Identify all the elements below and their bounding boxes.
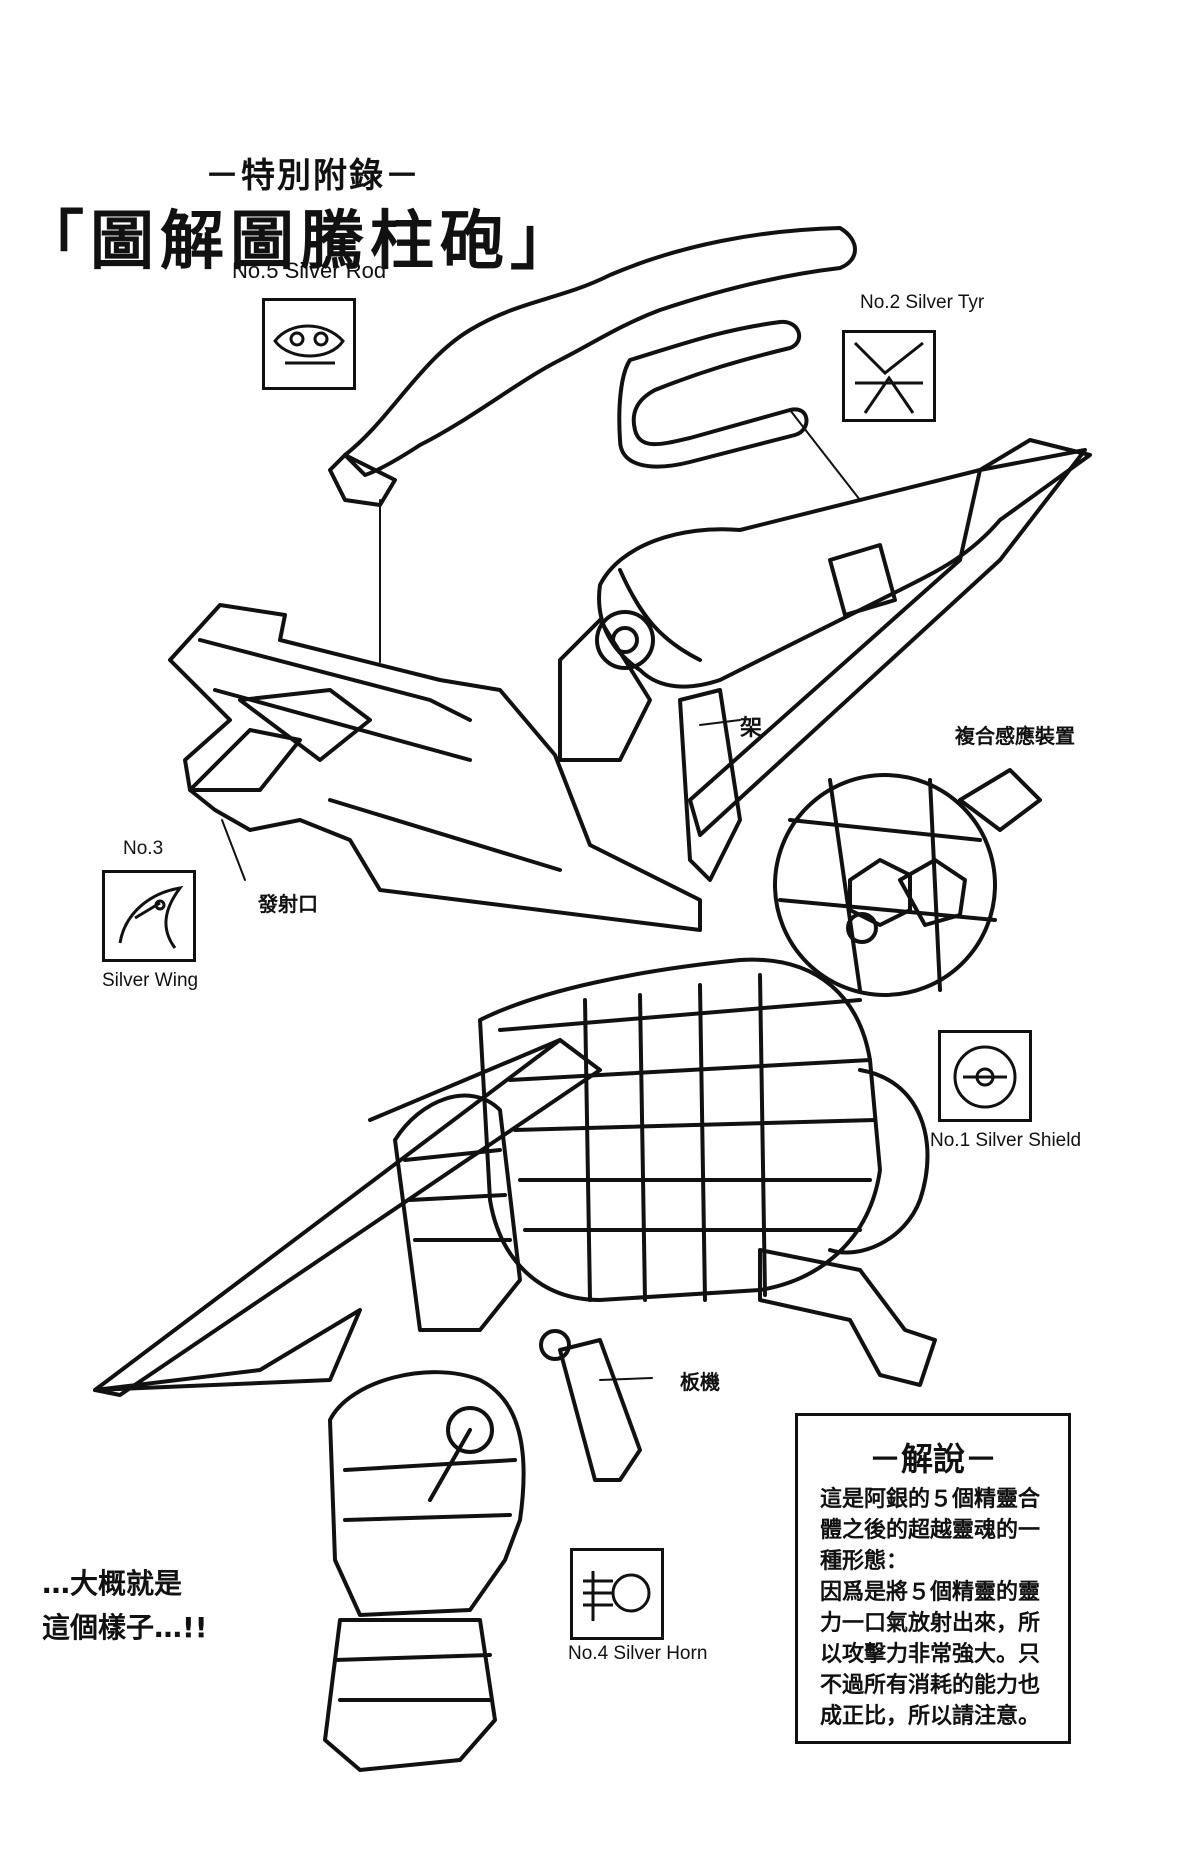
silver-shield-thumbnail <box>938 1030 1032 1122</box>
silver-wing-number-label: No.3 <box>123 838 164 859</box>
silver-tyr-thumbnail <box>842 330 936 422</box>
explanation-line: 體之後的超越靈魂的一 <box>820 1518 1041 1543</box>
silver-wing-thumbnail <box>102 870 196 962</box>
explanation-line: 因爲是將５個精靈的靈 <box>820 1580 1041 1605</box>
explanation-line: 這是阿銀的５個精靈合 <box>820 1487 1041 1512</box>
silver-rod-thumbnail <box>262 298 356 390</box>
explanation-line: 成正比，所以請注意。 <box>820 1704 1041 1729</box>
aside-line-2: 這個樣子…!! <box>42 1611 208 1644</box>
explanation-line: 種形態： <box>820 1549 909 1574</box>
sensor-label: 複合感應裝置 <box>955 724 1075 748</box>
silver-horn-label: No.4 Silver Horn <box>568 1643 708 1664</box>
silver-rod-label: No.5 Silver Rod <box>232 258 387 283</box>
silver-shield-label: No.1 Silver Shield <box>930 1130 1082 1151</box>
page-title: 「圖解圖騰柱砲」 <box>20 205 580 279</box>
trigger-label: 板機 <box>680 1370 720 1394</box>
silver-wing-name-label: Silver Wing <box>102 970 199 991</box>
explanation-line: 以攻擊力非常強大。只 <box>820 1642 1041 1667</box>
explanation-line: 力一口氣放射出來，所 <box>820 1611 1041 1636</box>
page-subtitle: －特別附錄－ <box>205 156 421 196</box>
explanation-box: －解說－ 這是阿銀的５個精靈合 體之後的超越靈魂的一 種形態： 因爲是將５個精靈… <box>795 1413 1071 1744</box>
silver-tyr-label: No.2 Silver Tyr <box>860 292 985 313</box>
mount-label: 架 <box>740 716 763 741</box>
silver-horn-thumbnail <box>570 1548 664 1640</box>
explanation-line: 不過所有消耗的能力也 <box>820 1673 1041 1698</box>
explanation-title: －解說－ <box>868 1440 997 1478</box>
muzzle-label: 發射口 <box>258 892 318 916</box>
aside-line-1: …大概就是 <box>42 1567 183 1600</box>
aside-caption: …大概就是 這個樣子…!! <box>42 1562 208 1650</box>
